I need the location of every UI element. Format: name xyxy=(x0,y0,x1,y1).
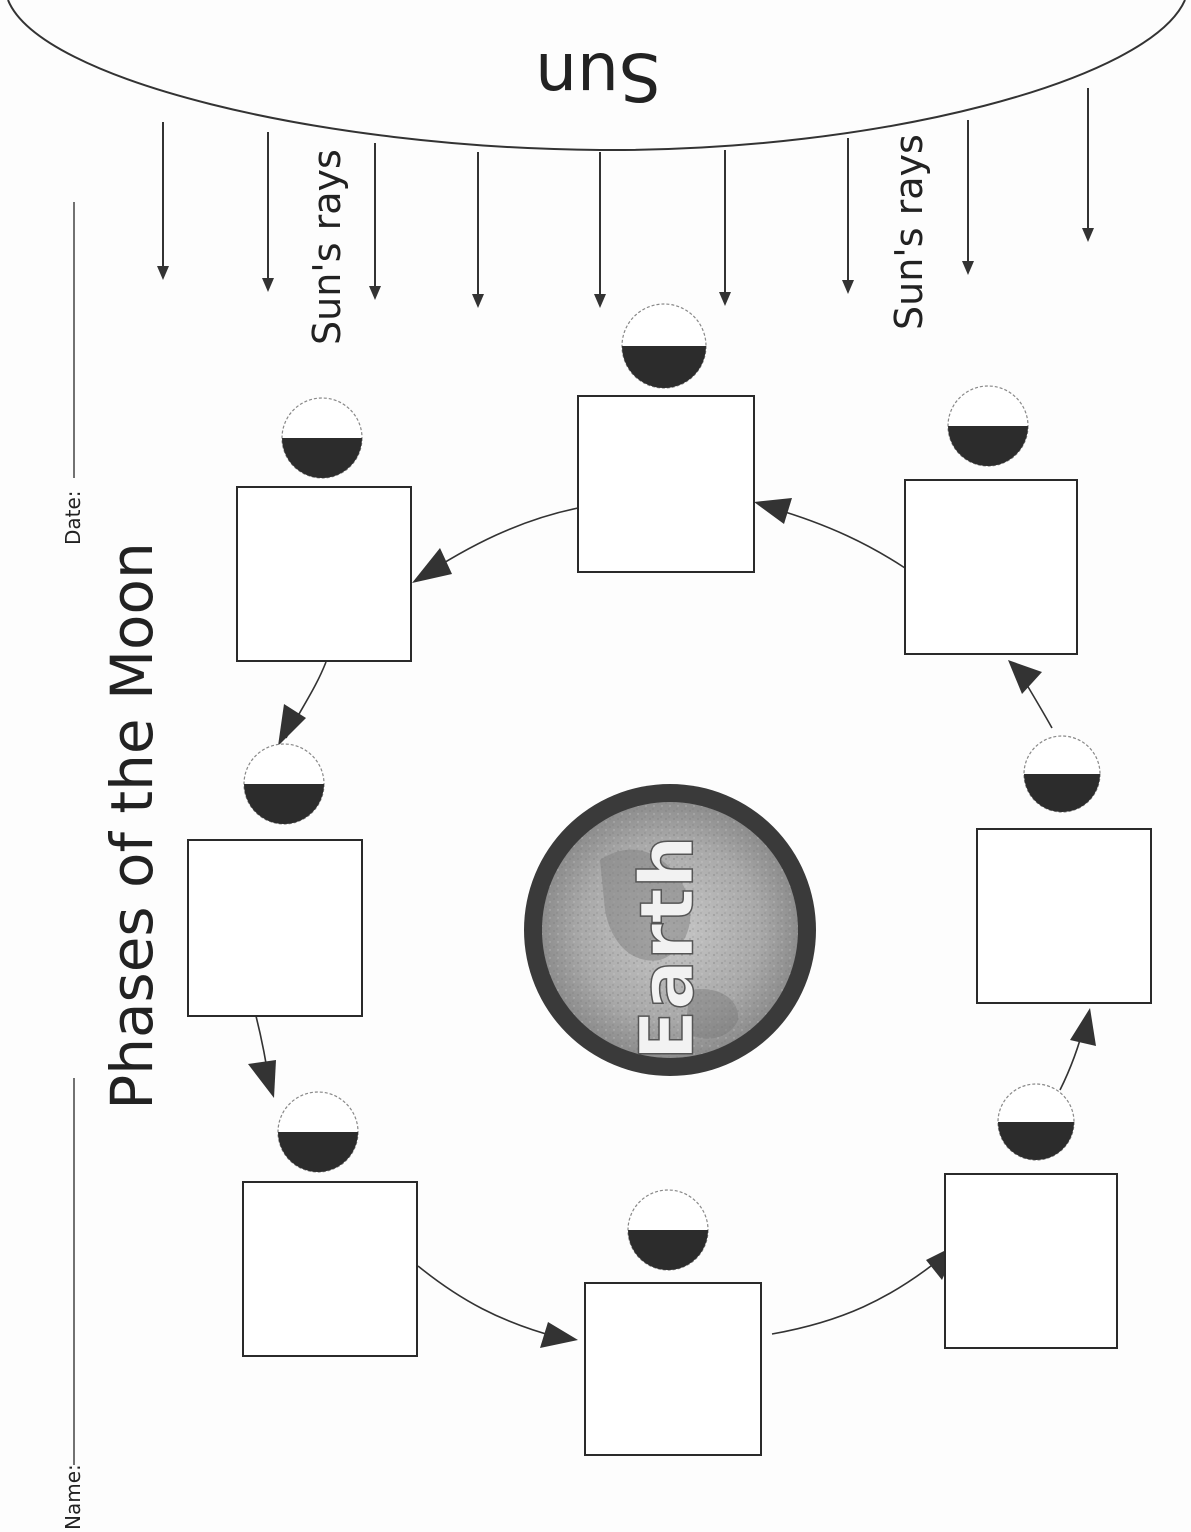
sun-ray xyxy=(962,120,974,275)
earth: Earth xyxy=(524,784,816,1076)
sun-ray xyxy=(594,152,606,308)
answer-box-bottom[interactable] xyxy=(584,1282,762,1456)
sun-ray xyxy=(157,122,169,280)
moon-phase-icon xyxy=(1023,735,1101,813)
answer-box-upper-right[interactable] xyxy=(904,479,1078,655)
moon-phase-icon xyxy=(281,397,363,479)
answer-box-left[interactable] xyxy=(187,839,363,1017)
orbit-arrow-icon xyxy=(248,1060,276,1098)
moon-phase-icon xyxy=(243,743,325,825)
date-label: Date: xyxy=(61,490,85,545)
sun-outline xyxy=(7,0,1186,152)
sun-ray xyxy=(472,152,484,308)
earth-continent xyxy=(685,989,739,1039)
earth-label: Earth xyxy=(625,835,711,1060)
sun-ray xyxy=(1082,88,1094,242)
sun-rays xyxy=(157,88,1094,308)
sun-rays-label: Sun's rays xyxy=(887,134,931,330)
moon-phase-icon xyxy=(621,303,707,389)
answer-box-top[interactable] xyxy=(577,395,755,573)
sun-ray xyxy=(842,138,854,294)
orbit-arrow-icon xyxy=(1008,660,1042,694)
moon-phase-icons xyxy=(243,303,1101,1271)
sun-ray xyxy=(719,150,731,306)
sun-ray xyxy=(369,143,381,300)
orbit-arrow-icon xyxy=(540,1322,578,1348)
sun-ray xyxy=(262,132,274,292)
moon-phase-icon xyxy=(627,1189,709,1271)
orbit-arrow-icon xyxy=(754,498,792,524)
orbit-arrows xyxy=(248,498,1096,1348)
orbit-arrow-icon xyxy=(1070,1008,1096,1046)
orbit-arrow-icon xyxy=(278,704,306,746)
answer-box-lower-right[interactable] xyxy=(944,1173,1118,1349)
sun-label: Sun xyxy=(535,38,661,115)
moon-phase-icon xyxy=(997,1083,1075,1161)
answer-box-lower-left[interactable] xyxy=(242,1181,418,1357)
page-title: Phases of the Moon xyxy=(98,542,166,1110)
orbit-arrow-icon xyxy=(412,548,452,583)
moon-phase-icon xyxy=(947,385,1029,467)
name-label: Name: xyxy=(61,1464,85,1530)
answer-box-upper-left[interactable] xyxy=(236,486,412,662)
answer-boxes xyxy=(187,395,1152,1456)
earth-continent xyxy=(600,849,691,961)
moon-phase-icon xyxy=(277,1091,359,1173)
answer-box-right[interactable] xyxy=(976,828,1152,1004)
sun-rays-label: Sun's rays xyxy=(305,149,349,345)
